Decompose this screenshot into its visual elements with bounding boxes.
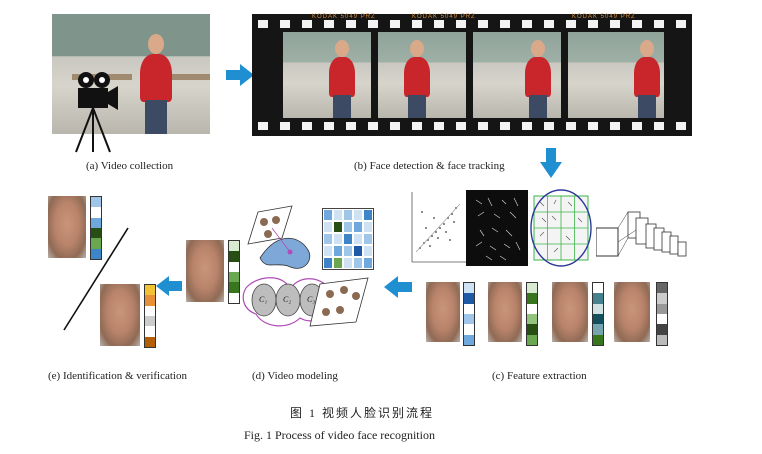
arrow-left-icon <box>384 276 412 298</box>
label-video-modeling: (d) Video modeling <box>252 370 338 382</box>
scatter-plot-icon <box>408 188 468 266</box>
face-image <box>426 282 460 342</box>
arrow-left-icon <box>156 276 182 296</box>
cluster-label: C₁ <box>259 295 268 304</box>
arrow-down-icon <box>540 148 562 178</box>
feature-vector <box>656 282 668 346</box>
cluster-label: C₃ <box>307 295 316 304</box>
feature-vector <box>526 282 538 346</box>
video-camera-icon <box>75 72 118 153</box>
face-image <box>100 284 140 346</box>
feature-vector <box>90 196 102 260</box>
lbp-grid-ellipse-icon <box>530 189 592 267</box>
film-frame <box>283 32 371 118</box>
arrow-right-icon <box>226 64 254 86</box>
face-image <box>186 240 224 302</box>
separator-line <box>63 227 129 331</box>
face-image <box>552 282 588 342</box>
face-image <box>48 196 86 258</box>
face-image <box>488 282 522 342</box>
neural-network-icon <box>596 211 687 257</box>
feature-vector <box>144 284 156 348</box>
figure-caption-en: Fig. 1 Process of video face recognition <box>244 428 435 442</box>
figure-caption-cn: 图 1 视频人脸识别流程 <box>290 406 435 420</box>
face-image <box>614 282 650 342</box>
hog-feature-image <box>466 190 528 266</box>
label-feature-extraction: (c) Feature extraction <box>492 370 587 382</box>
feature-vector <box>463 282 475 346</box>
label-face-detection: (b) Face detection & face tracking <box>354 160 505 172</box>
covariance-matrix <box>322 208 374 270</box>
label-video-collection: (a) Video collection <box>86 160 174 172</box>
feature-vector <box>228 240 240 304</box>
film-frame <box>473 32 561 118</box>
feature-vector <box>592 282 604 346</box>
film-frame <box>568 32 664 118</box>
cluster-label: C₂ <box>283 295 292 304</box>
film-frame <box>378 32 466 118</box>
manifold-model-icon <box>242 205 369 327</box>
label-identification: (e) Identification & verification <box>48 370 187 382</box>
video-collection-photo <box>52 14 210 134</box>
